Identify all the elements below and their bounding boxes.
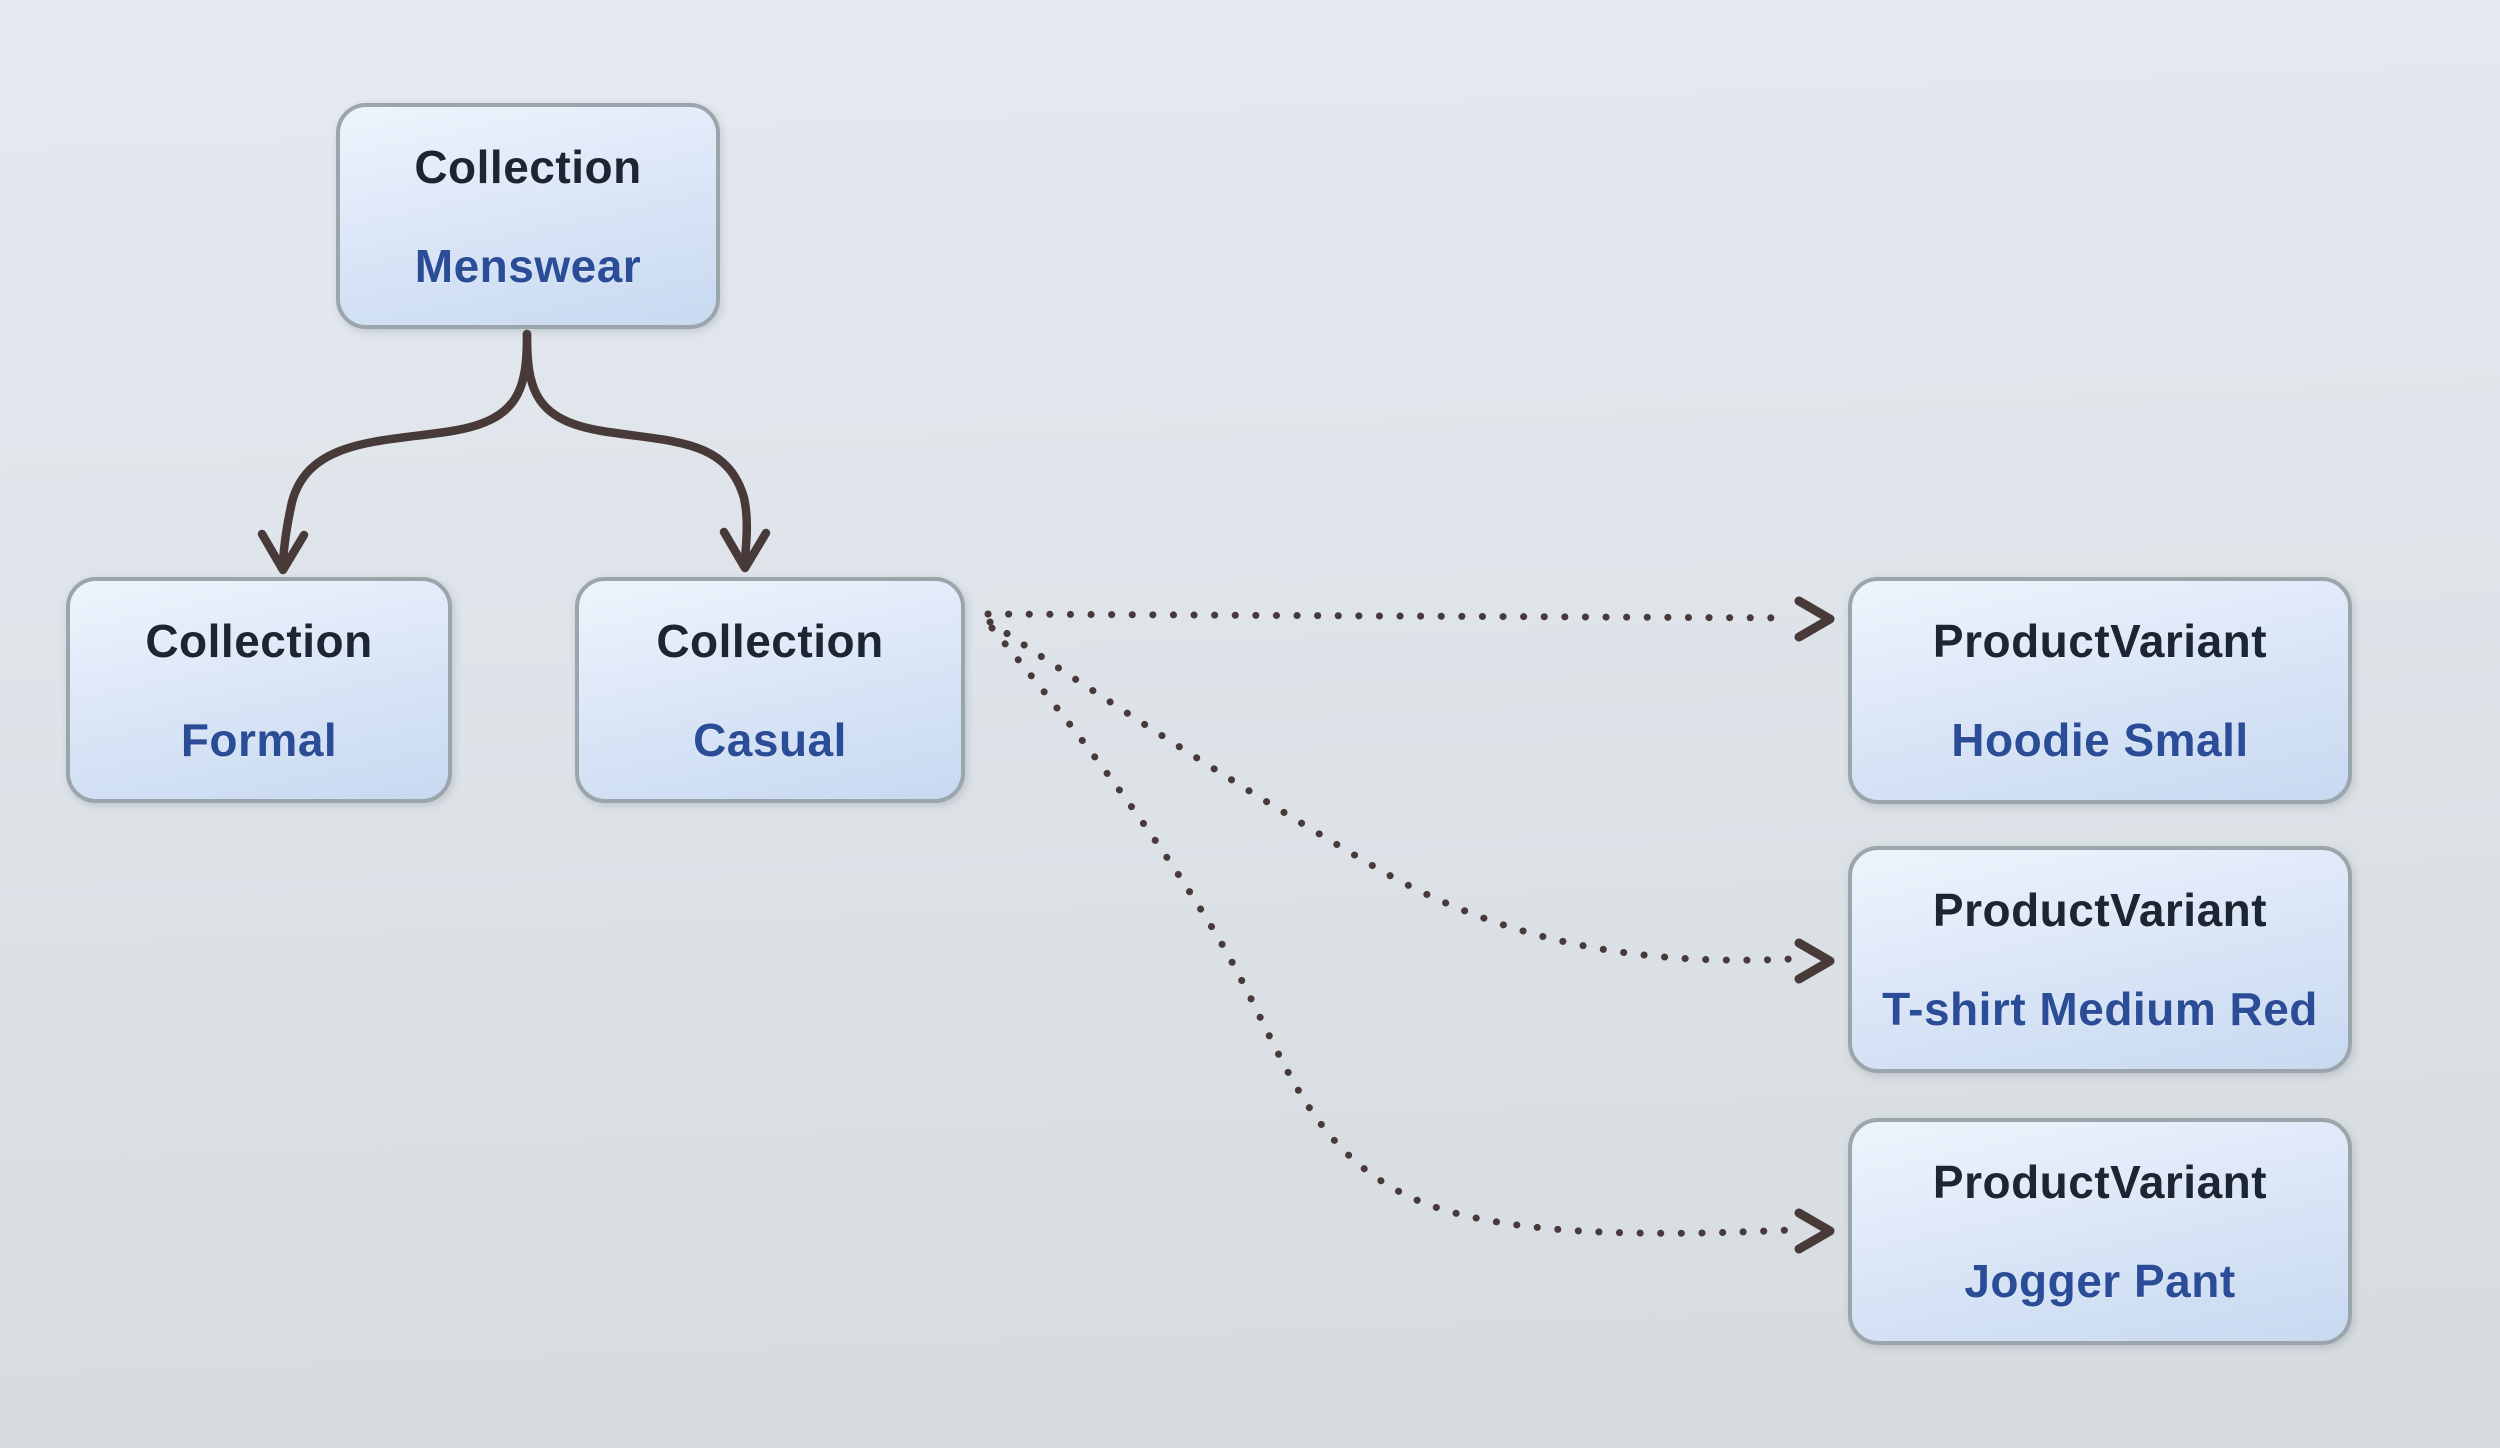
edge-menswear-to-casual-line — [522, 329, 752, 565]
node-collection-formal[interactable]: Collection Formal — [66, 577, 452, 803]
node-collection-menswear[interactable]: Collection Menswear — [336, 103, 720, 329]
edge-menswear-to-formal-line — [278, 329, 532, 567]
node-type-label: Collection — [656, 614, 884, 667]
edge-menswear-to-formal — [257, 329, 532, 575]
node-name-label: Menswear — [414, 239, 642, 292]
edge-casual-to-tshirt-medium-red — [986, 618, 1835, 984]
edge-menswear-to-casual — [522, 329, 771, 573]
node-name-label: Formal — [180, 713, 338, 766]
node-type-label: ProductVariant — [1932, 883, 2268, 936]
edge-casual-to-jogger-pant — [988, 624, 1835, 1254]
node-name-label: Jogger Pant — [1964, 1255, 2236, 1308]
node-productvariant-tshirt-medium-red[interactable]: ProductVariant T-shirt Medium Red — [1848, 846, 2352, 1073]
node-productvariant-hoodie-small[interactable]: ProductVariant Hoodie Small — [1848, 577, 2352, 804]
edge-casual-to-jogger-line — [988, 624, 1794, 1237]
node-productvariant-jogger-pant[interactable]: ProductVariant Jogger Pant — [1848, 1118, 2352, 1345]
node-name-label: T-shirt Medium Red — [1882, 983, 2318, 1036]
arrowhead-right-tshirt-icon — [1794, 938, 1835, 984]
node-type-label: ProductVariant — [1932, 1155, 2268, 1208]
node-type-label: Collection — [414, 140, 642, 193]
node-type-label: Collection — [145, 614, 373, 667]
node-name-label: Casual — [693, 713, 847, 766]
arrowhead-down-formal-icon — [257, 529, 309, 575]
arrowhead-right-hoodie-icon — [1794, 596, 1835, 642]
edge-casual-to-hoodie-line — [984, 610, 1794, 622]
node-type-label: ProductVariant — [1932, 614, 2268, 667]
arrowhead-down-casual-icon — [719, 527, 771, 573]
node-collection-casual[interactable]: Collection Casual — [575, 577, 965, 803]
edge-casual-to-hoodie-small — [984, 596, 1835, 642]
node-name-label: Hoodie Small — [1951, 714, 2249, 767]
edge-casual-to-tshirt-line — [986, 618, 1794, 964]
arrowhead-right-jogger-icon — [1794, 1208, 1835, 1254]
